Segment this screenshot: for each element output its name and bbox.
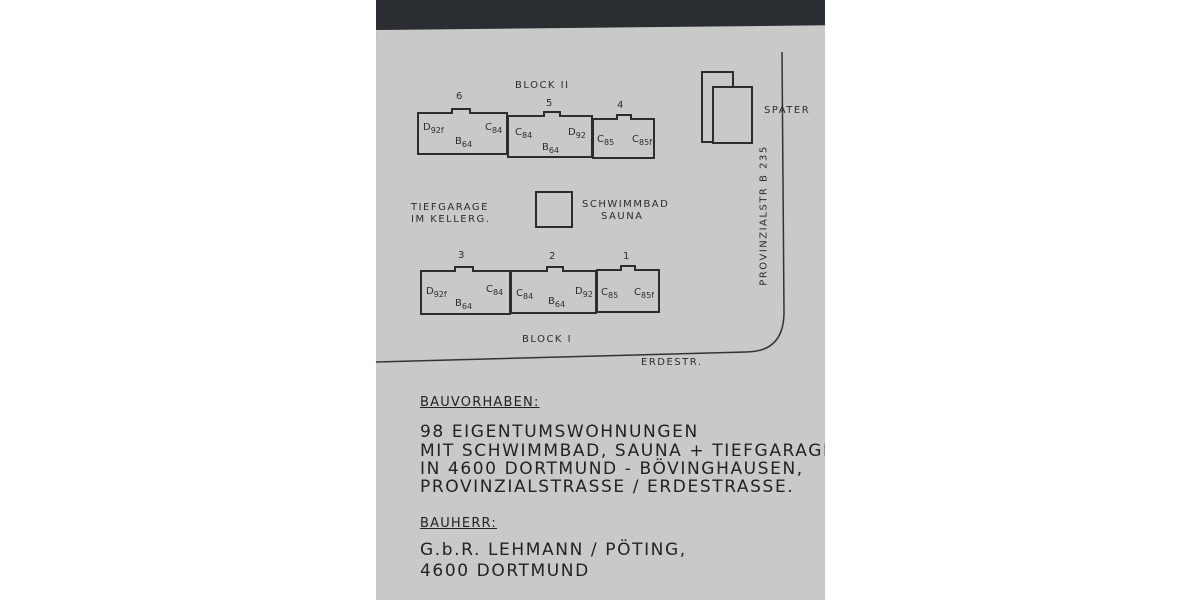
unit-label: C85f <box>634 287 654 300</box>
building-number: 5 <box>546 98 554 109</box>
unit-label: B64 <box>542 142 560 155</box>
project-line: IN 4600 DORTMUND - BÖVINGHAUSEN, <box>420 459 804 479</box>
provinzialstrasse-edge <box>376 51 785 363</box>
unit-label: D92f <box>423 122 444 135</box>
street-lines <box>376 51 785 363</box>
building-6: D92f B64 C84 <box>417 108 508 155</box>
unit-label: C84 <box>515 127 533 140</box>
unit-label: C84 <box>485 122 503 135</box>
owner-heading: BAUHERR: <box>420 516 497 531</box>
project-line: MIT SCHWIMMBAD, SAUNA + TIEFGARAGE <box>420 441 825 461</box>
building-3: D92f B64 C84 <box>420 266 511 315</box>
site-plan-document: BLOCK II BLOCK I 6 D92f B64 C84 5 C84 B6… <box>376 0 825 600</box>
garage-label-line2: IM KELLERG. <box>411 214 491 225</box>
block-1-label: BLOCK I <box>522 334 573 345</box>
unit-label: C84 <box>516 288 534 301</box>
unit-label: C85f <box>632 134 652 147</box>
unit-label: C85 <box>597 134 615 147</box>
unit-label: B64 <box>455 136 473 149</box>
bottom-street-label: ERDESTR. <box>641 357 703 368</box>
building-number: 2 <box>549 251 557 262</box>
unit-label: B64 <box>548 296 566 309</box>
later-label: SPATER <box>764 105 811 116</box>
block-2-label: BLOCK II <box>515 80 570 91</box>
building-number: 3 <box>458 250 466 261</box>
pool-label-line2: SAUNA <box>601 211 644 222</box>
building-5: C84 B64 D92 <box>507 111 593 158</box>
building-number: 6 <box>456 91 464 102</box>
project-line: 98 EIGENTUMSWOHNUNGEN <box>420 422 699 442</box>
unit-label: C85 <box>601 287 619 300</box>
project-heading: BAUVORHABEN: <box>420 395 540 410</box>
garage-label-line1: TIEFGARAGE <box>411 202 489 213</box>
side-street-label: PROVINZIALSTR B 235 <box>758 145 770 286</box>
building-number: 4 <box>617 100 625 111</box>
building-1: C85 C85f <box>596 265 660 313</box>
owner-line: 4600 DORTMUND <box>420 561 590 581</box>
unit-label: C84 <box>486 284 504 297</box>
unit-label: D92 <box>568 127 586 140</box>
project-line: PROVINZIALSTRASSE / ERDESTRASSE. <box>420 477 795 497</box>
pool-building <box>535 191 573 228</box>
building-number: 1 <box>623 251 631 262</box>
building-2: C84 B64 D92 <box>510 266 597 314</box>
pool-label-line1: SCHWIMMBAD <box>582 199 670 210</box>
unit-label: D92f <box>426 286 447 299</box>
owner-line: G.b.R. LEHMANN / PÖTING, <box>420 540 687 560</box>
unit-label: B64 <box>455 298 473 311</box>
later-building-b <box>712 86 753 144</box>
unit-label: D92 <box>575 286 593 299</box>
building-4: C85 C85f <box>592 114 655 159</box>
